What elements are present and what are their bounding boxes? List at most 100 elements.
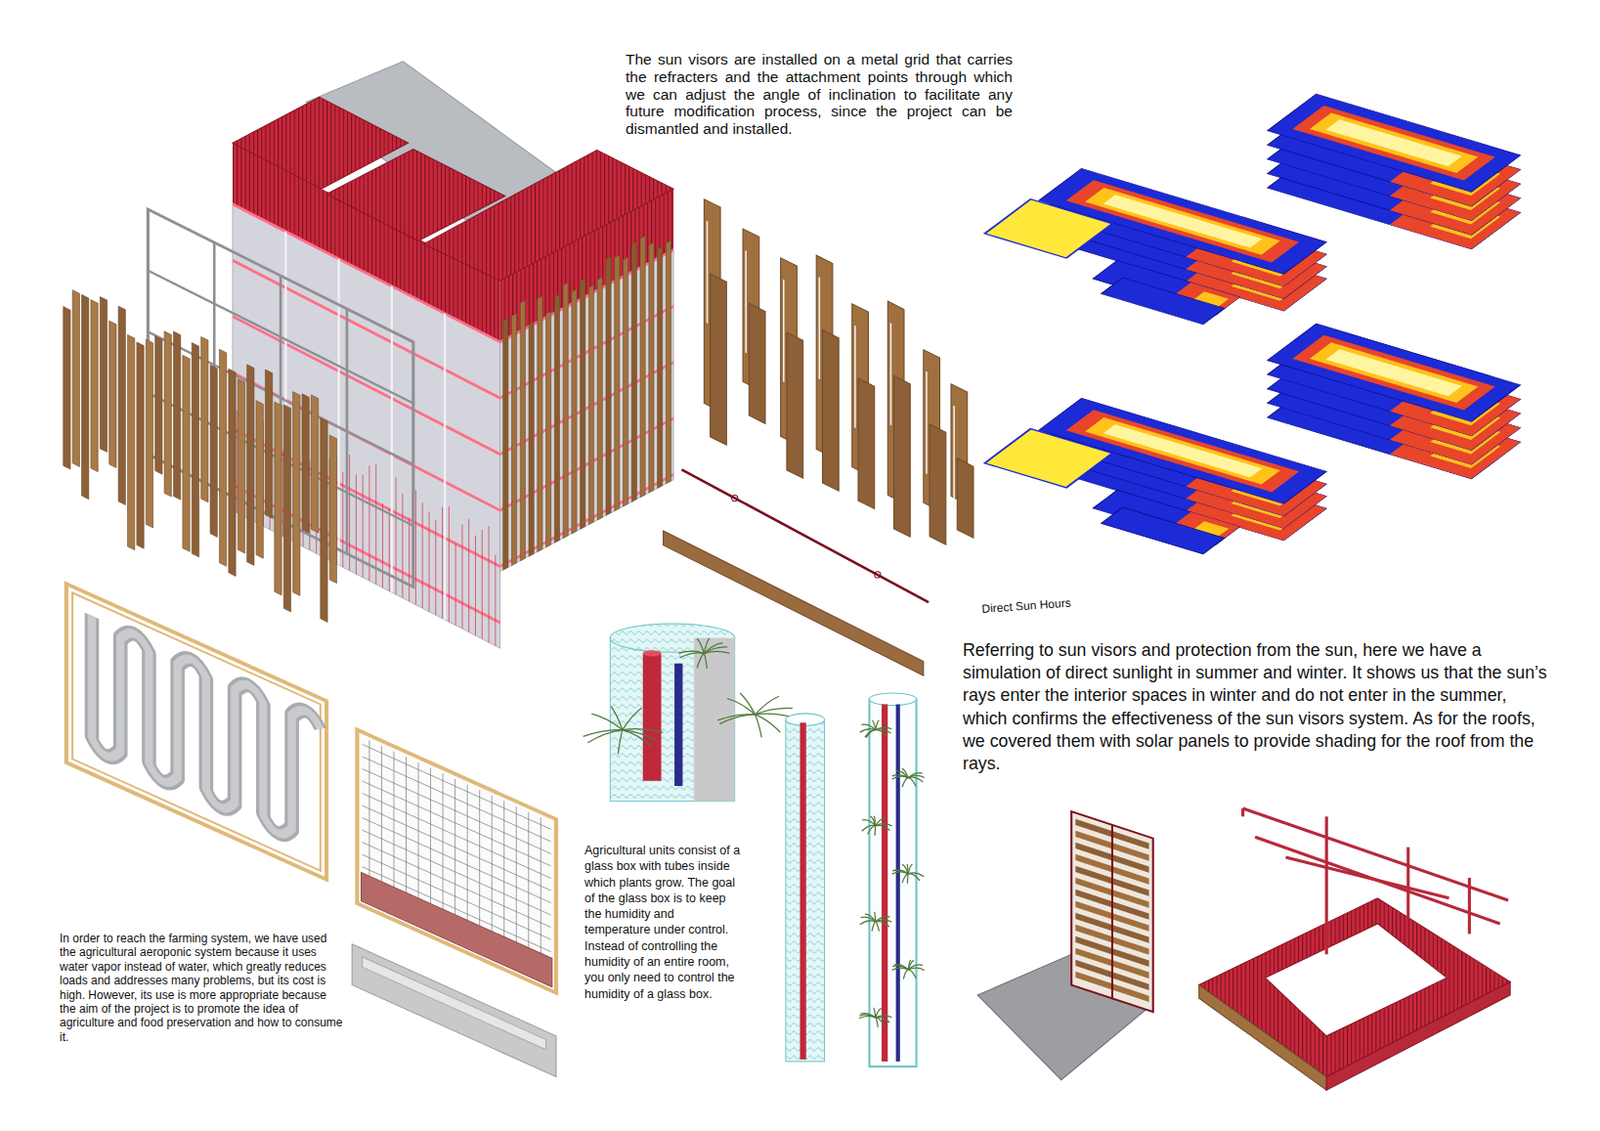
slat-line [422, 502, 424, 608]
solar-frame [1325, 816, 1329, 954]
wood-slat [571, 289, 577, 534]
wood-slat [172, 331, 180, 500]
mullion [443, 313, 446, 620]
heat-cell [1103, 424, 1263, 477]
plant-root [908, 775, 925, 778]
wood-slat [72, 290, 80, 468]
floor-line [500, 418, 674, 511]
slat-line [434, 519, 436, 615]
heat-cell [1292, 105, 1495, 181]
sun-hours-plate [1100, 507, 1224, 555]
wood-slat [657, 246, 663, 489]
glass-cylinder [609, 638, 735, 802]
wood-slat [597, 276, 603, 520]
heat-cell [984, 429, 1113, 488]
panel-frame [66, 583, 327, 880]
roof-ring [1199, 898, 1511, 1078]
plant-root [755, 707, 793, 714]
wood-slat [182, 354, 190, 552]
heat-cell [1100, 277, 1224, 325]
wood-slat [155, 336, 163, 475]
mesh-line [362, 793, 552, 879]
chart-label: Direct Sun Hours [981, 596, 1072, 616]
wood-slat [293, 391, 301, 597]
mesh-line [362, 769, 552, 855]
sun-hours-plate [984, 429, 1113, 488]
wood-slat [128, 334, 135, 550]
wood-slat [145, 339, 153, 528]
attachment-point [854, 325, 857, 428]
plant-root [861, 724, 875, 730]
mesh-line [362, 756, 552, 842]
wood-slat [136, 342, 144, 549]
wood-slat [588, 284, 594, 524]
wood-slat [228, 368, 236, 576]
plant-root [717, 714, 755, 721]
plant-root [860, 729, 876, 734]
slat-line [408, 518, 410, 602]
solar-frame [1468, 877, 1471, 934]
vapor-tube [91, 614, 321, 853]
plant-root [860, 1013, 875, 1018]
trough-channel [362, 956, 547, 1050]
slat-line [481, 529, 483, 639]
plant-root [864, 913, 876, 922]
wood-plank [956, 458, 974, 538]
sun-visor-detail [703, 199, 974, 569]
blue-pipe [896, 703, 901, 1061]
attachment-point [890, 323, 893, 426]
wood-slat [90, 300, 98, 473]
plant-root [869, 816, 875, 825]
slat-line [415, 489, 417, 605]
plant-root [902, 778, 909, 787]
blue-pipe [674, 663, 683, 786]
plant-root [908, 872, 924, 877]
wood-slat [247, 364, 255, 566]
slat-line [494, 555, 496, 647]
attachment-point [744, 250, 747, 352]
floor-line [232, 259, 501, 398]
plant-root [678, 650, 704, 653]
attachment-point [706, 220, 709, 323]
plant-root [622, 729, 664, 734]
plant-root [892, 869, 909, 874]
wood-slat [201, 336, 209, 502]
wood-slat [191, 343, 199, 558]
plant-root [902, 864, 909, 873]
plant-root [862, 824, 876, 831]
plant-root [703, 652, 707, 669]
plant-root [875, 727, 893, 731]
wood-slat [546, 311, 552, 548]
wood-slat [537, 296, 543, 553]
sun-hours-plate [1267, 93, 1521, 192]
plant-root [908, 873, 920, 881]
visor-wall [1071, 811, 1154, 1012]
wood-slat [218, 348, 226, 566]
plant-root [755, 714, 763, 737]
plant-root [871, 720, 875, 731]
red-pipe [800, 722, 807, 1060]
floor-line [500, 305, 674, 398]
heat-cell [984, 199, 1113, 259]
sun-hours-plate [1100, 277, 1224, 325]
plant-root [875, 1015, 893, 1018]
wood-slat [283, 404, 291, 612]
wood-slat [256, 400, 263, 559]
slat-line [475, 535, 476, 636]
plant-root [894, 964, 909, 970]
wood-slat [528, 321, 534, 557]
plant-root [755, 714, 781, 733]
wood-slat [665, 240, 671, 484]
trough [351, 944, 557, 1078]
heat-cell [1325, 119, 1462, 167]
slat-line [461, 523, 463, 629]
attachment-point [952, 405, 955, 508]
rod-clip [732, 494, 738, 501]
slat-line [448, 506, 450, 622]
plant-root [622, 707, 642, 730]
floor-line [500, 474, 674, 566]
wood-plank [929, 424, 947, 545]
panel-frame [356, 730, 557, 994]
slat-line [375, 463, 377, 584]
plant-root [591, 713, 623, 730]
